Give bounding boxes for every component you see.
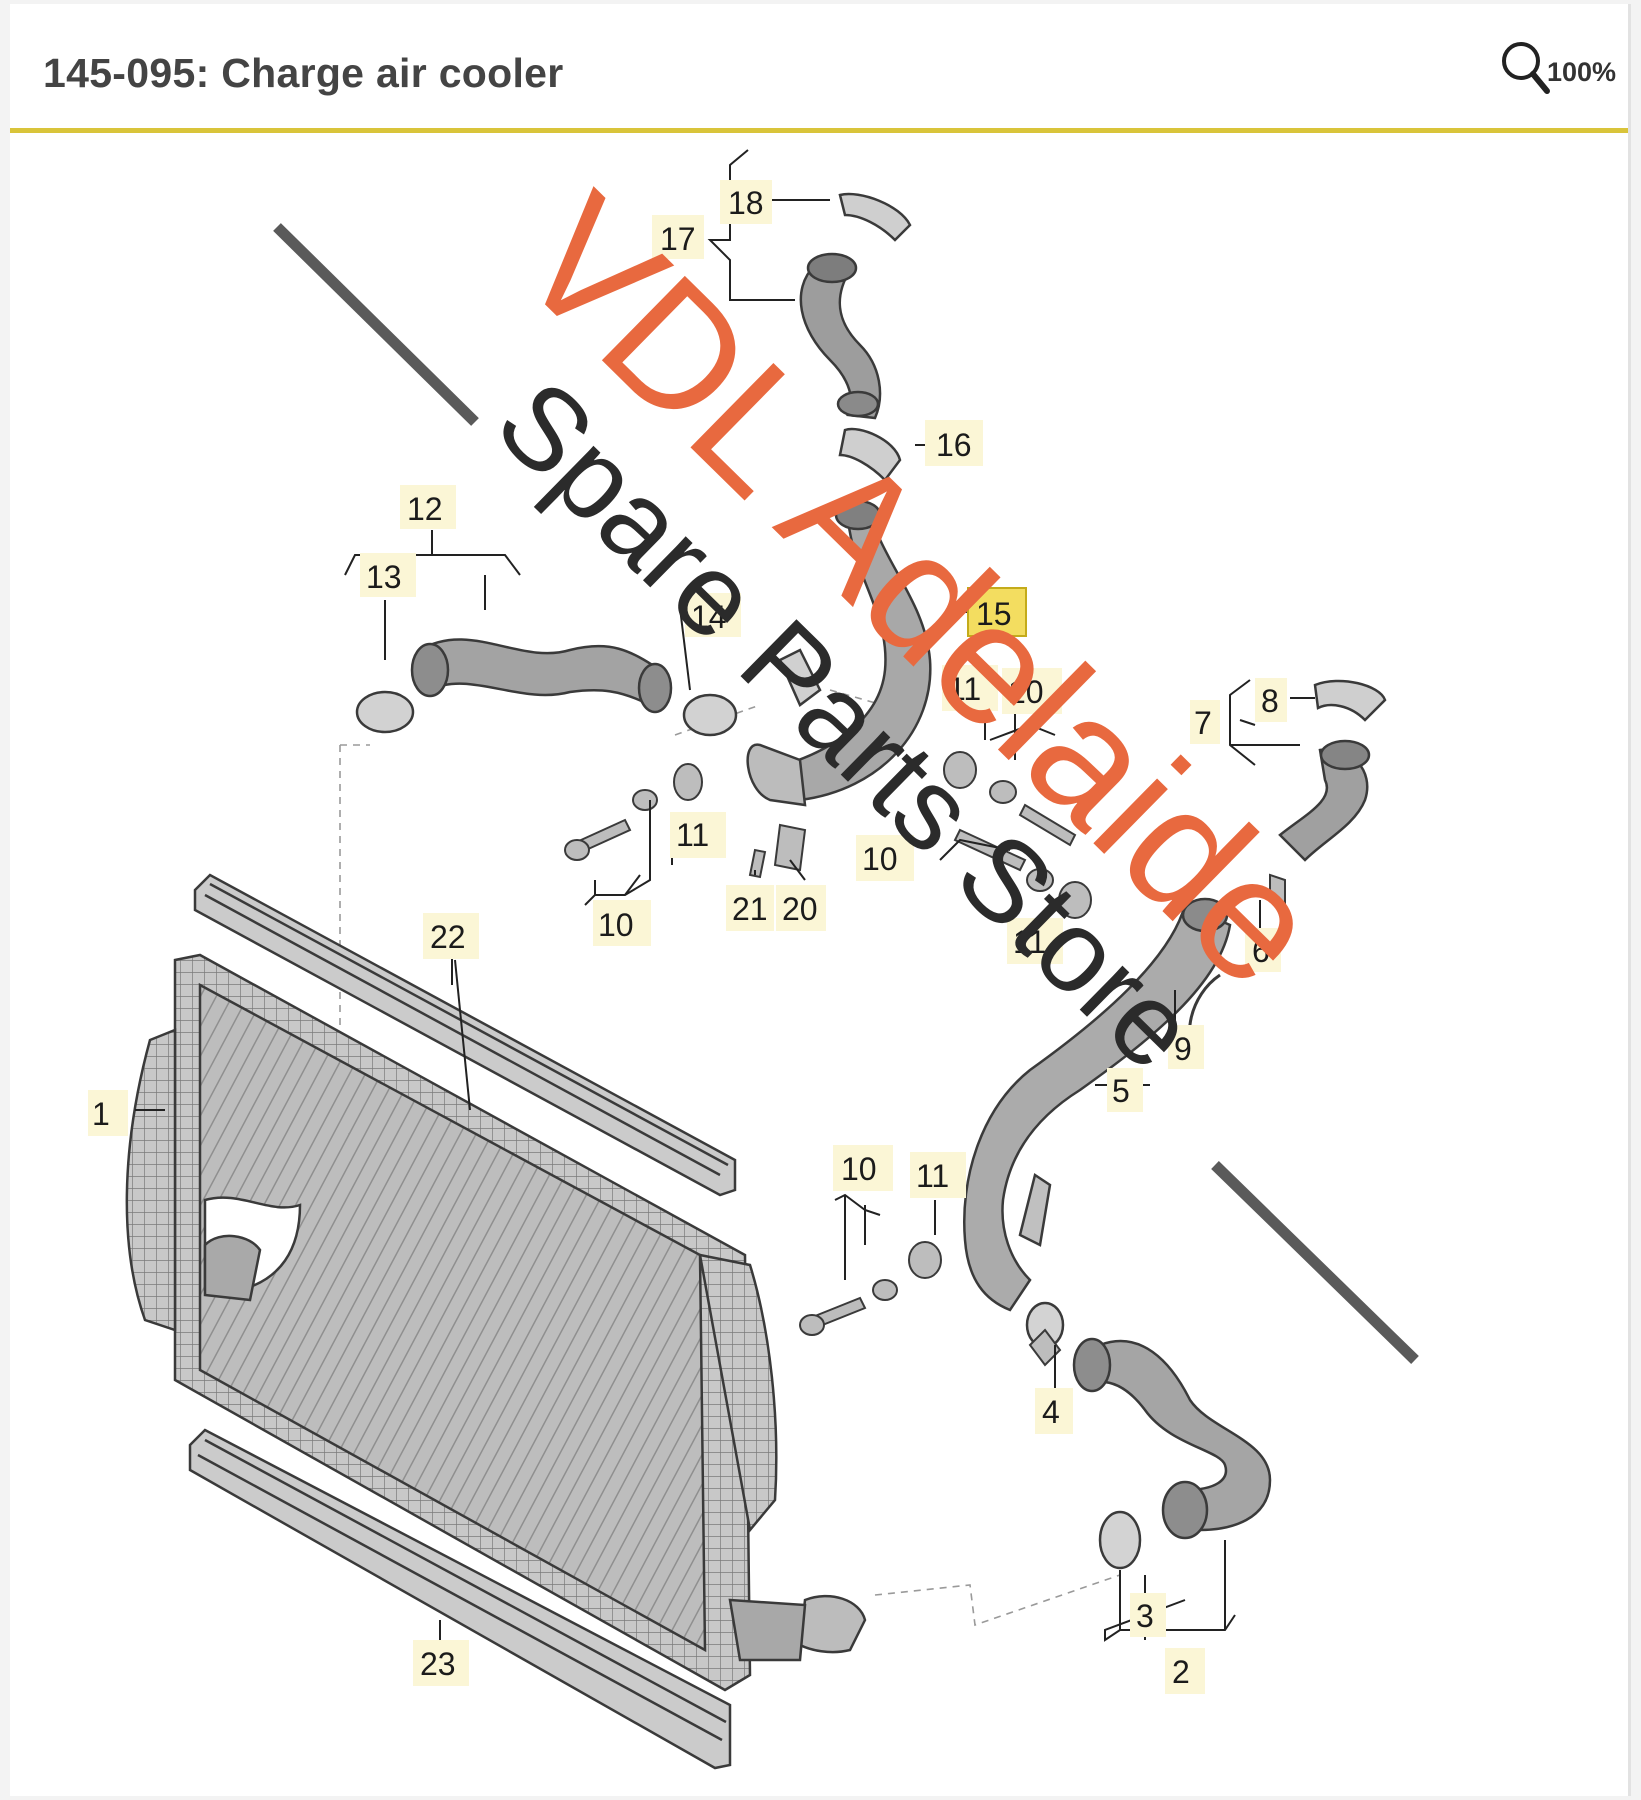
magnifier-icon [1501, 42, 1550, 94]
callout-18[interactable]: 18 [728, 185, 764, 221]
callout-20[interactable]: 20 [782, 891, 818, 927]
callout-8[interactable]: 8 [1261, 683, 1279, 719]
part-charge-air-cooler [125, 953, 867, 1692]
callout-10c[interactable]: 10 [862, 841, 898, 877]
callout-11d[interactable]: 11 [916, 1158, 949, 1194]
zoom-level: 100% [1546, 56, 1616, 87]
callout-14[interactable]: 14 [691, 599, 727, 635]
watermark-line1: VDL Adelaide [484, 159, 1357, 1022]
callout-1[interactable]: 1 [92, 1096, 110, 1132]
callout-16[interactable]: 16 [936, 427, 972, 463]
part-charge-pipe [746, 499, 932, 807]
part-hose-7 [1278, 679, 1387, 862]
callout-22[interactable]: 22 [430, 919, 466, 955]
callout-numbers: 1 2 3 4 5 6 7 8 9 10 10 10 10 11 11 11 1… [92, 185, 1279, 1690]
callout-6[interactable]: 6 [1252, 933, 1270, 969]
callout-11b[interactable]: 11 [948, 671, 981, 707]
callout-10b[interactable]: 10 [1008, 674, 1044, 710]
highlight-15 [967, 587, 1027, 637]
label-boxes [88, 180, 1287, 1694]
callout-10d[interactable]: 10 [841, 1151, 877, 1187]
part-hose-2 [1025, 1301, 1272, 1570]
zoom-control[interactable]: 100% [1499, 38, 1616, 98]
watermark-bar-left [273, 223, 479, 426]
callout-7[interactable]: 7 [1194, 705, 1212, 741]
callout-5[interactable]: 5 [1112, 1073, 1130, 1109]
callout-10[interactable]: 10 [598, 907, 634, 943]
part-strip-23 [188, 1428, 732, 1770]
callout-13[interactable]: 13 [366, 559, 402, 595]
callout-11c[interactable]: 11 [1013, 924, 1046, 960]
fasteners [564, 751, 1286, 1367]
callout-9[interactable]: 9 [1174, 1031, 1192, 1067]
callout-11[interactable]: 11 [676, 817, 709, 853]
callout-23[interactable]: 23 [420, 1646, 456, 1682]
watermark-bar-right [1211, 1161, 1419, 1364]
leader-lines [135, 149, 1315, 1665]
callout-3[interactable]: 3 [1136, 1598, 1154, 1634]
callout-21[interactable]: 21 [732, 891, 768, 927]
callout-15[interactable]: 15 [976, 596, 1012, 632]
callout-17[interactable]: 17 [660, 221, 696, 257]
callout-2[interactable]: 2 [1172, 1654, 1190, 1690]
page-title: 145-095: Charge air cooler [43, 50, 564, 96]
callout-12[interactable]: 12 [407, 491, 443, 527]
part-hose-12 [355, 638, 738, 737]
callout-4[interactable]: 4 [1042, 1394, 1060, 1430]
part-hose-upper [799, 192, 912, 482]
part-pipe-5 [963, 897, 1232, 1312]
panel-header: 145-095: Charge air cooler 100% [10, 4, 1628, 133]
